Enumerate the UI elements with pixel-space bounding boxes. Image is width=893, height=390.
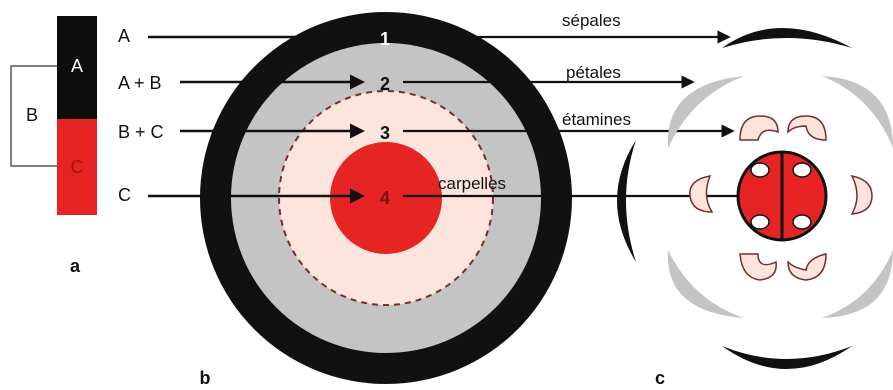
organ-label-stamens: étamines <box>562 110 631 129</box>
stamen-1 <box>740 116 778 140</box>
row-label-2: A + B <box>118 73 162 93</box>
organ-label-petals: pétales <box>566 63 621 82</box>
petal-top-left <box>668 76 744 148</box>
ovule-4 <box>793 215 811 229</box>
ovule-2 <box>793 163 811 177</box>
row-label-3: B + C <box>118 122 164 142</box>
organ-label-sepals: sépales <box>562 11 621 30</box>
gene-a-label: A <box>71 56 83 76</box>
sepal-bottom <box>722 346 852 369</box>
whorl-number-3: 3 <box>380 123 390 143</box>
stamen-6 <box>788 254 826 280</box>
ovule-3 <box>751 215 769 229</box>
sepal-top <box>722 28 852 48</box>
whorl-number-4: 4 <box>380 188 390 208</box>
gene-b-label: B <box>26 105 38 125</box>
row-label-4: C <box>118 185 131 205</box>
stamen-3 <box>690 176 712 212</box>
stamen-2 <box>788 116 826 140</box>
petal-top-right <box>822 76 893 148</box>
stamen-4 <box>852 176 872 214</box>
petal-bottom-right <box>822 250 893 318</box>
stamen-5 <box>740 254 776 280</box>
petal-bottom-left <box>668 250 744 318</box>
panel-a-caption: a <box>70 256 81 276</box>
organ-label-carpels: carpelles <box>438 174 506 193</box>
whorl-number-2: 2 <box>380 74 390 94</box>
gene-c-label: C <box>71 157 84 177</box>
sepal-left <box>617 140 636 262</box>
row-label-1: A <box>118 26 130 46</box>
panel-b-caption: b <box>200 368 211 388</box>
ovule-1 <box>751 163 769 177</box>
panel-c-caption: c <box>655 368 665 388</box>
panel-a: A B C a <box>11 16 97 276</box>
panel-b: A A + B B + C C 1 2 3 4 b <box>118 12 572 388</box>
whorl-number-1: 1 <box>380 29 390 49</box>
